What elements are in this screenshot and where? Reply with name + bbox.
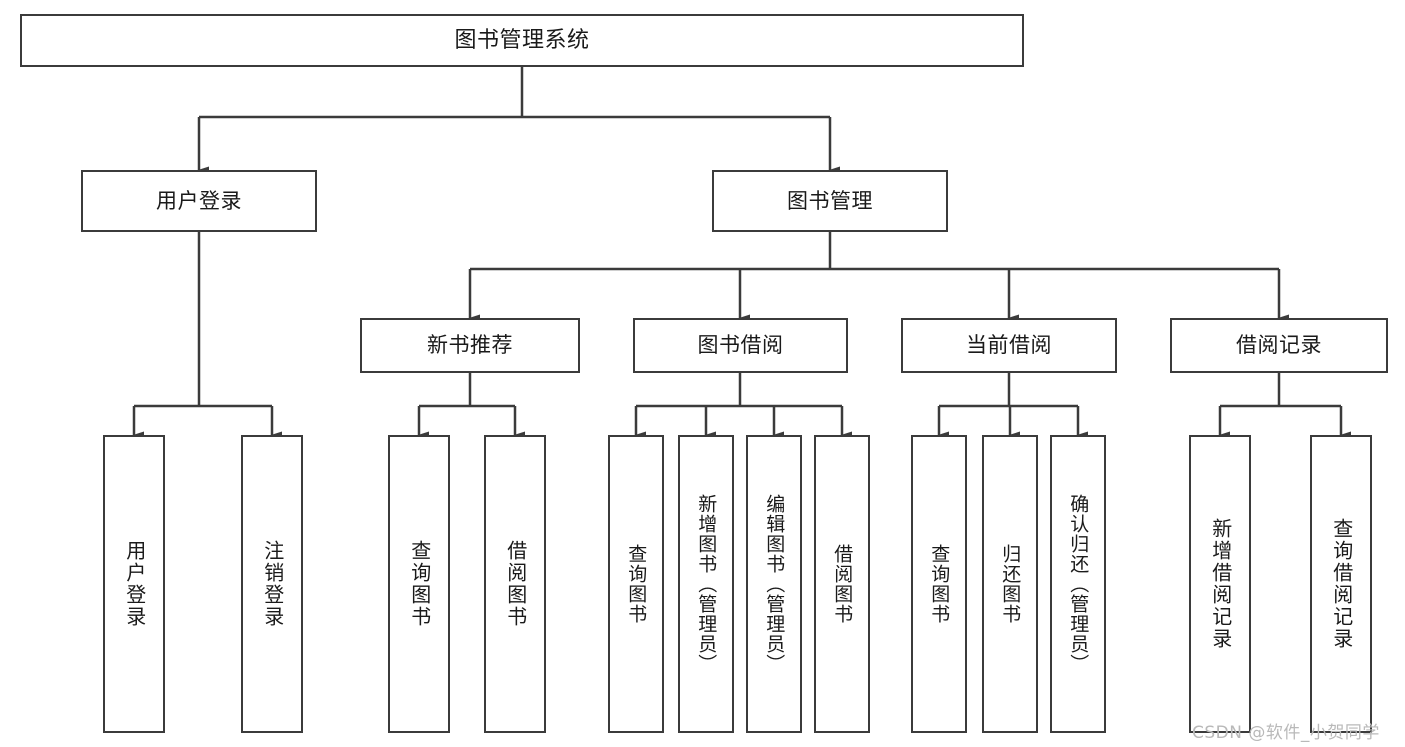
node-leaf-user_login-0[interactable]: 用户登录 — [103, 435, 165, 733]
node-level2-1[interactable]: 图书借阅 — [633, 318, 848, 373]
node-leaf-new_book_recommend-1-label: 借阅图书 — [503, 540, 528, 628]
node-leaf-current_borrow-1[interactable]: 归还图书 — [982, 435, 1038, 733]
node-leaf-borrow_record-1[interactable]: 查询借阅记录 — [1310, 435, 1372, 733]
connector-group — [132, 67, 1351, 439]
node-level2-1-label: 图书借阅 — [697, 333, 784, 358]
node-leaf-current_borrow-0[interactable]: 查询图书 — [911, 435, 967, 733]
node-leaf-user_login-0-label: 用户登录 — [122, 540, 147, 628]
node-level2-2[interactable]: 当前借阅 — [901, 318, 1117, 373]
node-level2-0-label: 新书推荐 — [427, 333, 513, 358]
node-leaf-book_borrow-0-label: 查询图书 — [625, 544, 648, 624]
node-root-system-label: 图书管理系统 — [454, 27, 590, 53]
node-root-system[interactable]: 图书管理系统 — [20, 14, 1024, 67]
node-leaf-book_borrow-2-label: 编辑图书（管理员） — [763, 494, 786, 674]
node-leaf-book_borrow-0[interactable]: 查询图书 — [608, 435, 664, 733]
node-level1-0[interactable]: 用户登录 — [81, 170, 317, 232]
node-leaf-book_borrow-2[interactable]: 编辑图书（管理员） — [746, 435, 802, 733]
csdn-watermark: CSDN @软件_小贺同学 — [1192, 723, 1380, 743]
node-level2-3-label: 借阅记录 — [1236, 333, 1322, 358]
node-leaf-borrow_record-1-label: 查询借阅记录 — [1329, 518, 1354, 650]
node-leaf-borrow_record-0[interactable]: 新增借阅记录 — [1189, 435, 1251, 733]
node-leaf-new_book_recommend-0-label: 查询图书 — [407, 540, 432, 628]
node-level2-3[interactable]: 借阅记录 — [1170, 318, 1388, 373]
node-level1-1-label: 图书管理 — [787, 188, 873, 213]
node-level1-0-label: 用户登录 — [156, 188, 242, 213]
node-leaf-current_borrow-0-label: 查询图书 — [928, 544, 951, 624]
node-leaf-current_borrow-1-label: 归还图书 — [999, 544, 1022, 624]
node-leaf-borrow_record-0-label: 新增借阅记录 — [1208, 518, 1233, 650]
node-level2-0[interactable]: 新书推荐 — [360, 318, 580, 373]
node-leaf-user_login-1[interactable]: 注销登录 — [241, 435, 303, 733]
node-leaf-book_borrow-1-label: 新增图书（管理员） — [695, 494, 718, 674]
node-leaf-book_borrow-3-label: 借阅图书 — [831, 544, 854, 624]
node-level2-2-label: 当前借阅 — [966, 333, 1052, 358]
node-leaf-book_borrow-1[interactable]: 新增图书（管理员） — [678, 435, 734, 733]
node-leaf-user_login-1-label: 注销登录 — [260, 540, 285, 628]
node-leaf-current_borrow-2[interactable]: 确认归还（管理员） — [1050, 435, 1106, 733]
node-leaf-current_borrow-2-label: 确认归还（管理员） — [1067, 494, 1090, 674]
node-leaf-new_book_recommend-1[interactable]: 借阅图书 — [484, 435, 546, 733]
node-level1-1[interactable]: 图书管理 — [712, 170, 948, 232]
node-leaf-new_book_recommend-0[interactable]: 查询图书 — [388, 435, 450, 733]
node-leaf-book_borrow-3[interactable]: 借阅图书 — [814, 435, 870, 733]
